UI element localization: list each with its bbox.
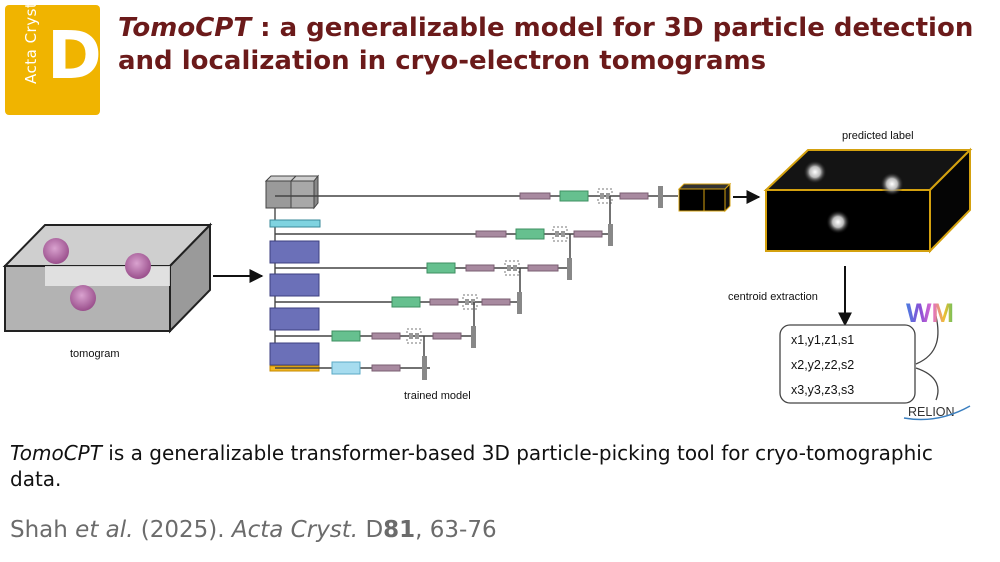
predicted-particle-glow — [880, 172, 904, 196]
predicted-particle-glow — [826, 210, 850, 234]
title-text: : a generalizable model for 3D particle … — [118, 13, 974, 76]
tomogram-label: tomogram — [70, 348, 120, 360]
coordinates-box — [779, 324, 916, 404]
relion-logo: RELION — [908, 405, 955, 419]
workflow-diagram: tomogram — [2, 130, 973, 421]
citation-authors: Shah — [10, 517, 68, 543]
coordinate-row: x2,y2,z2,s2 — [791, 358, 854, 372]
particle-sphere — [43, 238, 69, 264]
figure-caption: TomoCPT is a generalizable transformer-b… — [10, 440, 970, 492]
caption-tool-name: TomoCPT — [10, 441, 102, 465]
relion-swoosh-icon — [903, 405, 971, 421]
particle-sphere — [125, 253, 151, 279]
centroid-extraction-label: centroid extraction — [728, 291, 818, 303]
citation-et-al: et al. — [75, 517, 134, 543]
predicted-particle-glow — [803, 160, 827, 184]
citation: Shah et al. (2025). Acta Cryst. D81, 63-… — [10, 517, 497, 543]
coordinate-row: x3,y3,z3,s3 — [791, 383, 854, 397]
citation-pages: , 63-76 — [415, 517, 497, 543]
export-curve — [915, 367, 939, 401]
journal-section-letter: D — [47, 17, 100, 94]
journal-name: Acta Cryst — [22, 5, 40, 84]
page-title: TomoCPT : a generalizable model for 3D p… — [118, 12, 988, 78]
citation-journal: Acta Cryst. — [231, 517, 359, 543]
particle-sphere — [70, 285, 96, 311]
citation-section: D — [365, 517, 384, 543]
journal-logo: Acta Cryst D — [5, 5, 100, 115]
citation-volume: 81 — [383, 517, 416, 543]
warp-logo: WM — [906, 298, 954, 328]
title-tool-name: TomoCPT — [118, 13, 252, 43]
caption-text: is a generalizable transformer-based 3D … — [10, 441, 933, 491]
citation-year: (2025). — [140, 517, 225, 543]
coordinate-row: x1,y1,z1,s1 — [791, 333, 854, 347]
tomogram-box — [2, 222, 213, 334]
predicted-label-box — [763, 147, 973, 254]
predicted-label-caption: predicted label — [842, 130, 914, 142]
export-curve — [915, 315, 939, 365]
trained-model-label: trained model — [404, 390, 471, 402]
trained-model-network — [264, 174, 732, 380]
